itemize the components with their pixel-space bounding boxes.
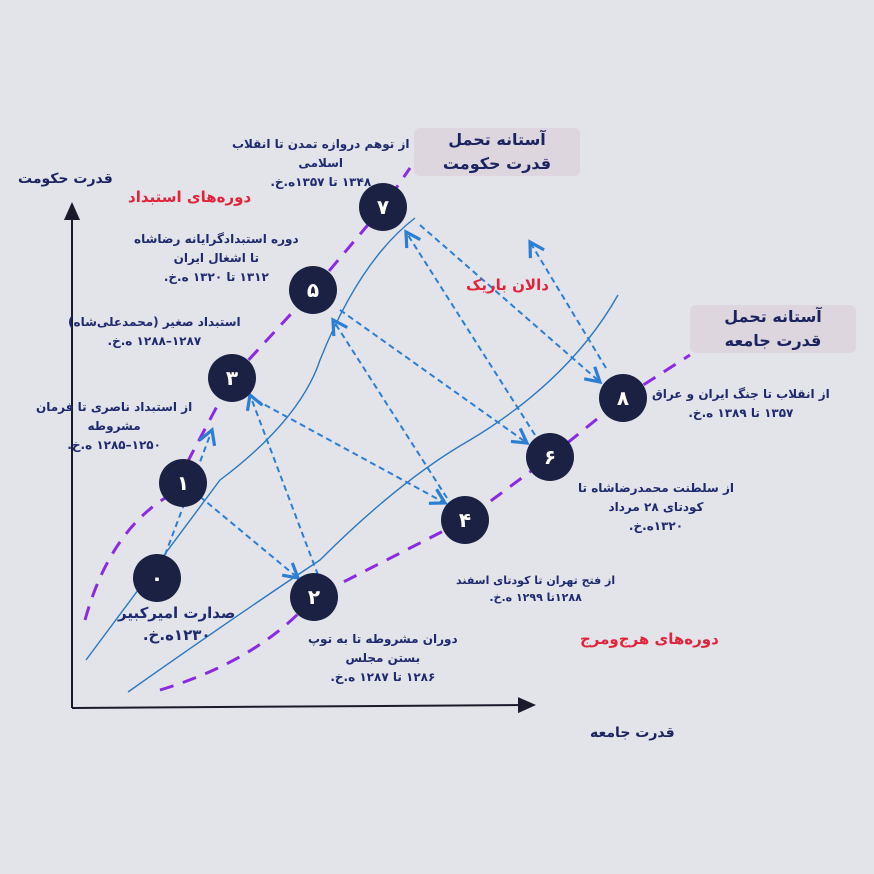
caption-line: از سلطنت محمدرضاشاه تا [578,481,735,495]
caption-line: کودتای ۲۸ مرداد [608,500,704,514]
caption-line: ۱۲۸۶ تا ۱۲۸۷ ه.خ. [330,670,436,684]
caption-line: تا اشغال ایران [173,251,260,265]
caption-line: ۱۲۵۰–۱۲۸۵ ه.خ. [67,438,161,452]
node-2[interactable]: ۲ [290,573,338,621]
arrow-4-to-5 [331,317,448,499]
arrow-8-up [528,239,607,369]
caption-line: ۱۲۸۸تا ۱۲۹۹ ه.خ. [489,591,582,604]
node-3[interactable]: ۳ [208,354,256,402]
caption-line: ۱۳۴۸ تا ۱۳۵۷ه.خ. [270,175,372,189]
caption-line: ۱۳۲۰ه.خ. [628,519,684,533]
corridor-label: دالان باریک [466,276,549,294]
node-8[interactable]: ۸ [599,374,647,422]
caption-line: بستن مجلس [345,651,421,665]
caption-line: دوران مشروطه تا به توپ [308,632,458,646]
node-6-caption: از سلطنت محمدرضاشاه تا کودتای ۲۸ مرداد ۱۳۲… [578,479,734,536]
caption-line: ۱۳۱۲ تا ۱۳۲۰ ه.خ. [163,270,269,284]
caption-line: ۱۲۸۷–۱۲۸۸ ه.خ. [107,334,202,348]
chaos-region-label: دوره‌های هرج‌ومرج [580,630,719,648]
node-0[interactable]: ۰ [133,554,181,602]
arrow-3-to-4 [255,399,448,505]
caption-line: مشروطه [87,419,141,433]
node-4-caption: از فتح تهران تا کودتای اسفند ۱۲۸۸تا ۱۲۹۹ … [456,572,615,606]
node-0-caption: صدارت امیرکبیر ۱۲۳۰ه.خ. [118,602,235,646]
society-threshold-line [159,353,691,692]
state-threshold-text: آستانه تحمل قدرت حکومت [442,130,552,173]
arrow-1-to-2 [191,489,301,581]
node-7[interactable]: ۷ [359,183,407,231]
x-axis-label: قدرت جامعه [590,725,675,741]
caption-line: از استبداد ناصری تا فرمان [36,400,193,414]
x-axis [71,697,536,714]
caption-line: اسلامی [298,156,344,170]
node-1-caption: از استبداد ناصری تا فرمان مشروطه ۱۲۵۰–۱۲۸۵… [36,398,192,455]
society-threshold-box: آستانه تحمل قدرت جامعه [690,305,856,353]
caption-line: استبداد صغیر (محمدعلی‌شاه) [68,315,241,329]
caption-line: صدارت امیرکبیر [118,604,236,622]
arrow-7-to-8 [419,224,603,385]
node-8-caption: از انقلاب تا جنگ ایران و عراق ۱۳۵۷ تا ۱۳۸… [652,385,830,423]
node-5-caption: دوره استبدادگرایانه رضاشاه تا اشغال ایران… [134,230,299,287]
caption-line: از توهم دروازه تمدن تا انقلاب [232,137,410,151]
node-3-caption: استبداد صغیر (محمدعلی‌شاه) ۱۲۸۷–۱۲۸۸ ه.خ. [68,313,241,351]
corridor-lower-curve [127,294,619,693]
arrow-5-to-6 [339,309,530,445]
node-5[interactable]: ۵ [289,266,337,314]
despotism-region-label: دوره‌های استبداد [128,188,252,206]
node-6[interactable]: ۶ [526,433,574,481]
arrow-0-to-1 [164,426,217,556]
node-1[interactable]: ۱ [159,459,207,507]
node-2-caption: دوران مشروطه تا به توپ بستن مجلس ۱۲۸۶ تا ۱… [308,630,458,687]
caption-line: ۱۳۵۷ تا ۱۳۸۹ ه.خ. [688,406,794,420]
caption-line: ۱۲۳۰ه.خ. [142,626,211,644]
node-4[interactable]: ۴ [441,496,489,544]
arrow-2-to-3 [245,391,319,576]
node-7-caption: از توهم دروازه تمدن تا انقلاب اسلامی ۱۳۴۸ … [232,135,409,192]
state-threshold-box: آستانه تحمل قدرت حکومت [414,128,580,176]
caption-line: دوره استبدادگرایانه رضاشاه [134,232,299,246]
society-threshold-text: آستانه تحمل قدرت جامعه [724,307,822,350]
arrow-6-to-7 [404,229,536,436]
y-axis-label: قدرت حکومت [18,171,113,187]
caption-line: از فتح تهران تا کودتای اسفند [456,574,616,587]
caption-line: از انقلاب تا جنگ ایران و عراق [652,387,830,401]
